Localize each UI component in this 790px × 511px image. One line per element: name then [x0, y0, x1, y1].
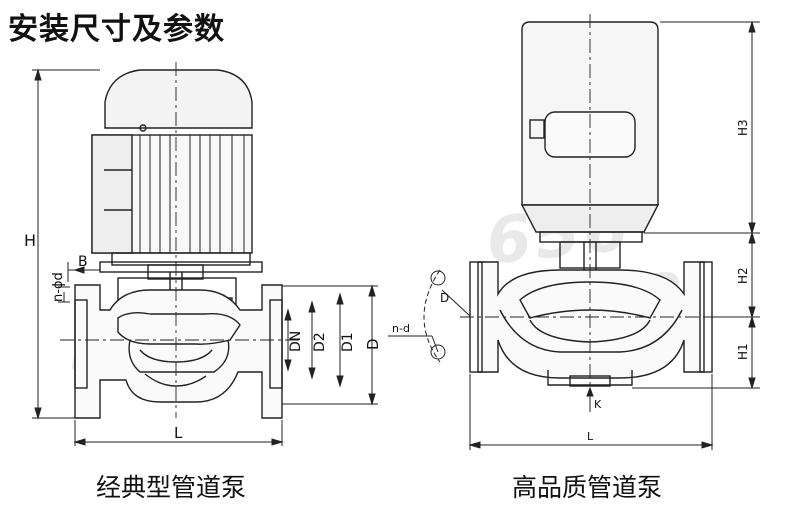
left-dimension-labels: H B n-ϕd DN D2 D1 D L — [24, 231, 382, 442]
left-dimensions — [32, 68, 378, 446]
label-D1: D1 — [340, 332, 356, 352]
right-pump-drawing — [423, 14, 720, 400]
label-B: B — [78, 254, 88, 270]
label-H1: H1 — [736, 343, 750, 360]
right-dimensions — [388, 20, 760, 450]
left-pump-drawing — [60, 62, 300, 419]
right-dimension-labels: H3 H2 H1 D n-d K L — [392, 119, 750, 443]
label-L-left: L — [174, 424, 183, 442]
label-D-right: D — [440, 291, 449, 305]
label-H: H — [24, 231, 36, 250]
label-D2: D2 — [312, 332, 328, 352]
label-n-phi-d: n-ϕd — [51, 272, 66, 302]
label-H2: H2 — [736, 267, 750, 284]
label-n-d: n-d — [392, 322, 410, 335]
label-H3: H3 — [736, 119, 750, 136]
caption-classic-pump: 经典型管道泵 — [96, 473, 247, 502]
label-K: K — [594, 398, 602, 411]
label-D: D — [364, 338, 382, 350]
label-DN: DN — [288, 331, 304, 352]
caption-premium-pump: 高品质管道泵 — [512, 473, 663, 502]
page-title: 安装尺寸及参数 — [8, 12, 225, 47]
label-L-right: L — [587, 430, 594, 443]
